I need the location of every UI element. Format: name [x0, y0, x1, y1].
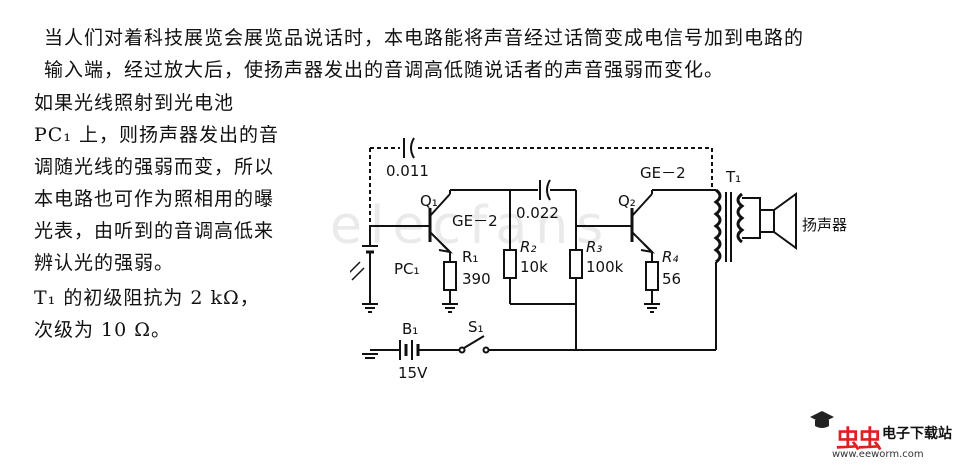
intro-paragraph: 当人们对着科技展览会展览品说话时，本电路能将声音经过话筒变成电信号加到电路的 输…: [44, 22, 924, 86]
logo-url-text: www.eeworm.com: [832, 449, 924, 460]
c1-value: 0.011: [386, 162, 429, 180]
ground-left: [362, 353, 378, 359]
capacitor-c1: [403, 137, 415, 159]
transformer-t1: [713, 188, 745, 264]
ground-r1: [442, 303, 458, 313]
graduation-cap-icon: [810, 411, 834, 428]
intro-line-2: 输入端，经过放大后，使扬声器发出的音调高低随说话者的声音强弱而变化。: [44, 59, 725, 81]
r4-value: 56: [662, 270, 681, 288]
light-line-2: PC₁ 上，则扬声器发出的音: [34, 124, 279, 146]
logo-main-text: 虫虫: [836, 425, 882, 453]
feedback-line: [369, 147, 713, 226]
c2-value: 0.022: [516, 204, 559, 222]
circuit-diagram: 0.011 PC₁ Q₁ GE－2 0.022 R₁: [350, 137, 847, 382]
speaker-label: 扬声器: [802, 216, 847, 234]
r1-value: 390: [462, 270, 491, 288]
r2-label: R₂: [520, 238, 536, 256]
s1-label: S₁: [468, 318, 484, 336]
capacitor-c2: [539, 179, 551, 201]
light-line-1: 如果光线照射到光电池: [34, 92, 235, 114]
b1-label: B₁: [402, 320, 418, 338]
photocell-pc1: [350, 226, 378, 304]
b1-value: 15V: [398, 364, 428, 382]
speaker-wires: [742, 197, 761, 239]
q2-type: GE－2: [640, 164, 686, 182]
logo-side-text: 电子下载站: [882, 426, 952, 442]
light-paragraph: 如果光线照射到光电池 PC₁ 上，则扬声器发出的音 调随光线的强弱而变，所以 本…: [34, 87, 316, 279]
battery-b1: [399, 340, 420, 360]
resistor-r4: [645, 261, 659, 291]
r3-label: R₃: [586, 238, 602, 256]
r2-value: 10k: [520, 258, 548, 276]
site-logo: 虫虫 电子下载站 www.eeworm.com: [808, 405, 958, 465]
transformer-line-1: T₁ 的初级阻抗为 2 kΩ，: [34, 287, 260, 309]
pc1-label: PC₁: [394, 260, 420, 278]
resistor-r2: [503, 249, 517, 279]
r4-label: R₄: [662, 248, 678, 266]
t1-label: T₁: [725, 168, 741, 186]
switch-s1: [458, 335, 490, 354]
intro-line-1: 当人们对着科技展览会展览品说话时，本电路能将声音经过话筒变成电信号加到电路的: [44, 27, 805, 49]
ground-symbol: [362, 303, 378, 313]
speaker-icon: [759, 192, 797, 250]
ground-r4: [644, 303, 660, 313]
q1-type: GE－2: [452, 212, 498, 230]
light-line-6: 辨认光的强弱。: [34, 252, 175, 274]
q1-label: Q₁: [420, 192, 438, 210]
light-line-4: 本电路也可作为照相用的曝: [34, 188, 275, 210]
q2-label: Q₂: [618, 192, 636, 210]
light-line-5: 光表，由听到的音调高低来: [34, 220, 275, 242]
transformer-line-2: 次级为 10 Ω。: [34, 319, 172, 341]
r1-label: R₁: [462, 248, 478, 266]
resistor-r3: [569, 249, 583, 279]
r3-value: 100k: [586, 258, 624, 276]
resistor-r1: [443, 261, 457, 291]
light-line-3: 调随光线的强弱而变，所以: [34, 156, 275, 178]
transformer-paragraph: T₁ 的初级阻抗为 2 kΩ， 次级为 10 Ω。: [34, 282, 316, 346]
